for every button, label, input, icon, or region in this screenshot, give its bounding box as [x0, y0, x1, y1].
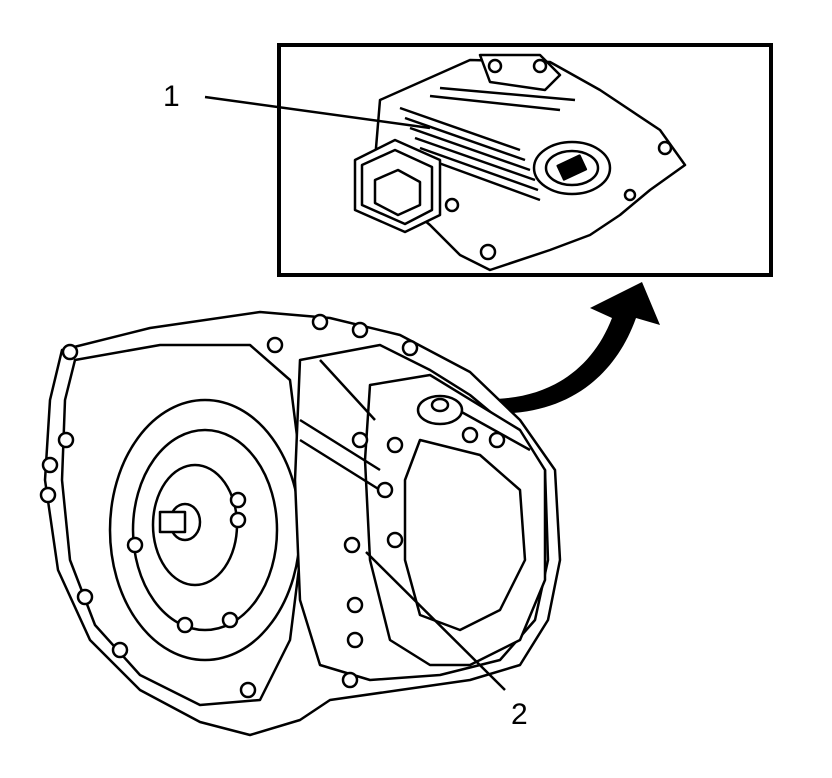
callout-number-2: 2 — [511, 698, 528, 731]
callout-number-1: 1 — [163, 80, 180, 113]
leader-line-2 — [365, 551, 506, 691]
transaxle-assembly-icon — [39, 310, 562, 737]
detail-inset — [204, 43, 773, 277]
leader-line-1 — [204, 95, 431, 130]
curved-arrow-icon — [470, 282, 660, 414]
range-selector-switch-icon — [353, 53, 687, 272]
